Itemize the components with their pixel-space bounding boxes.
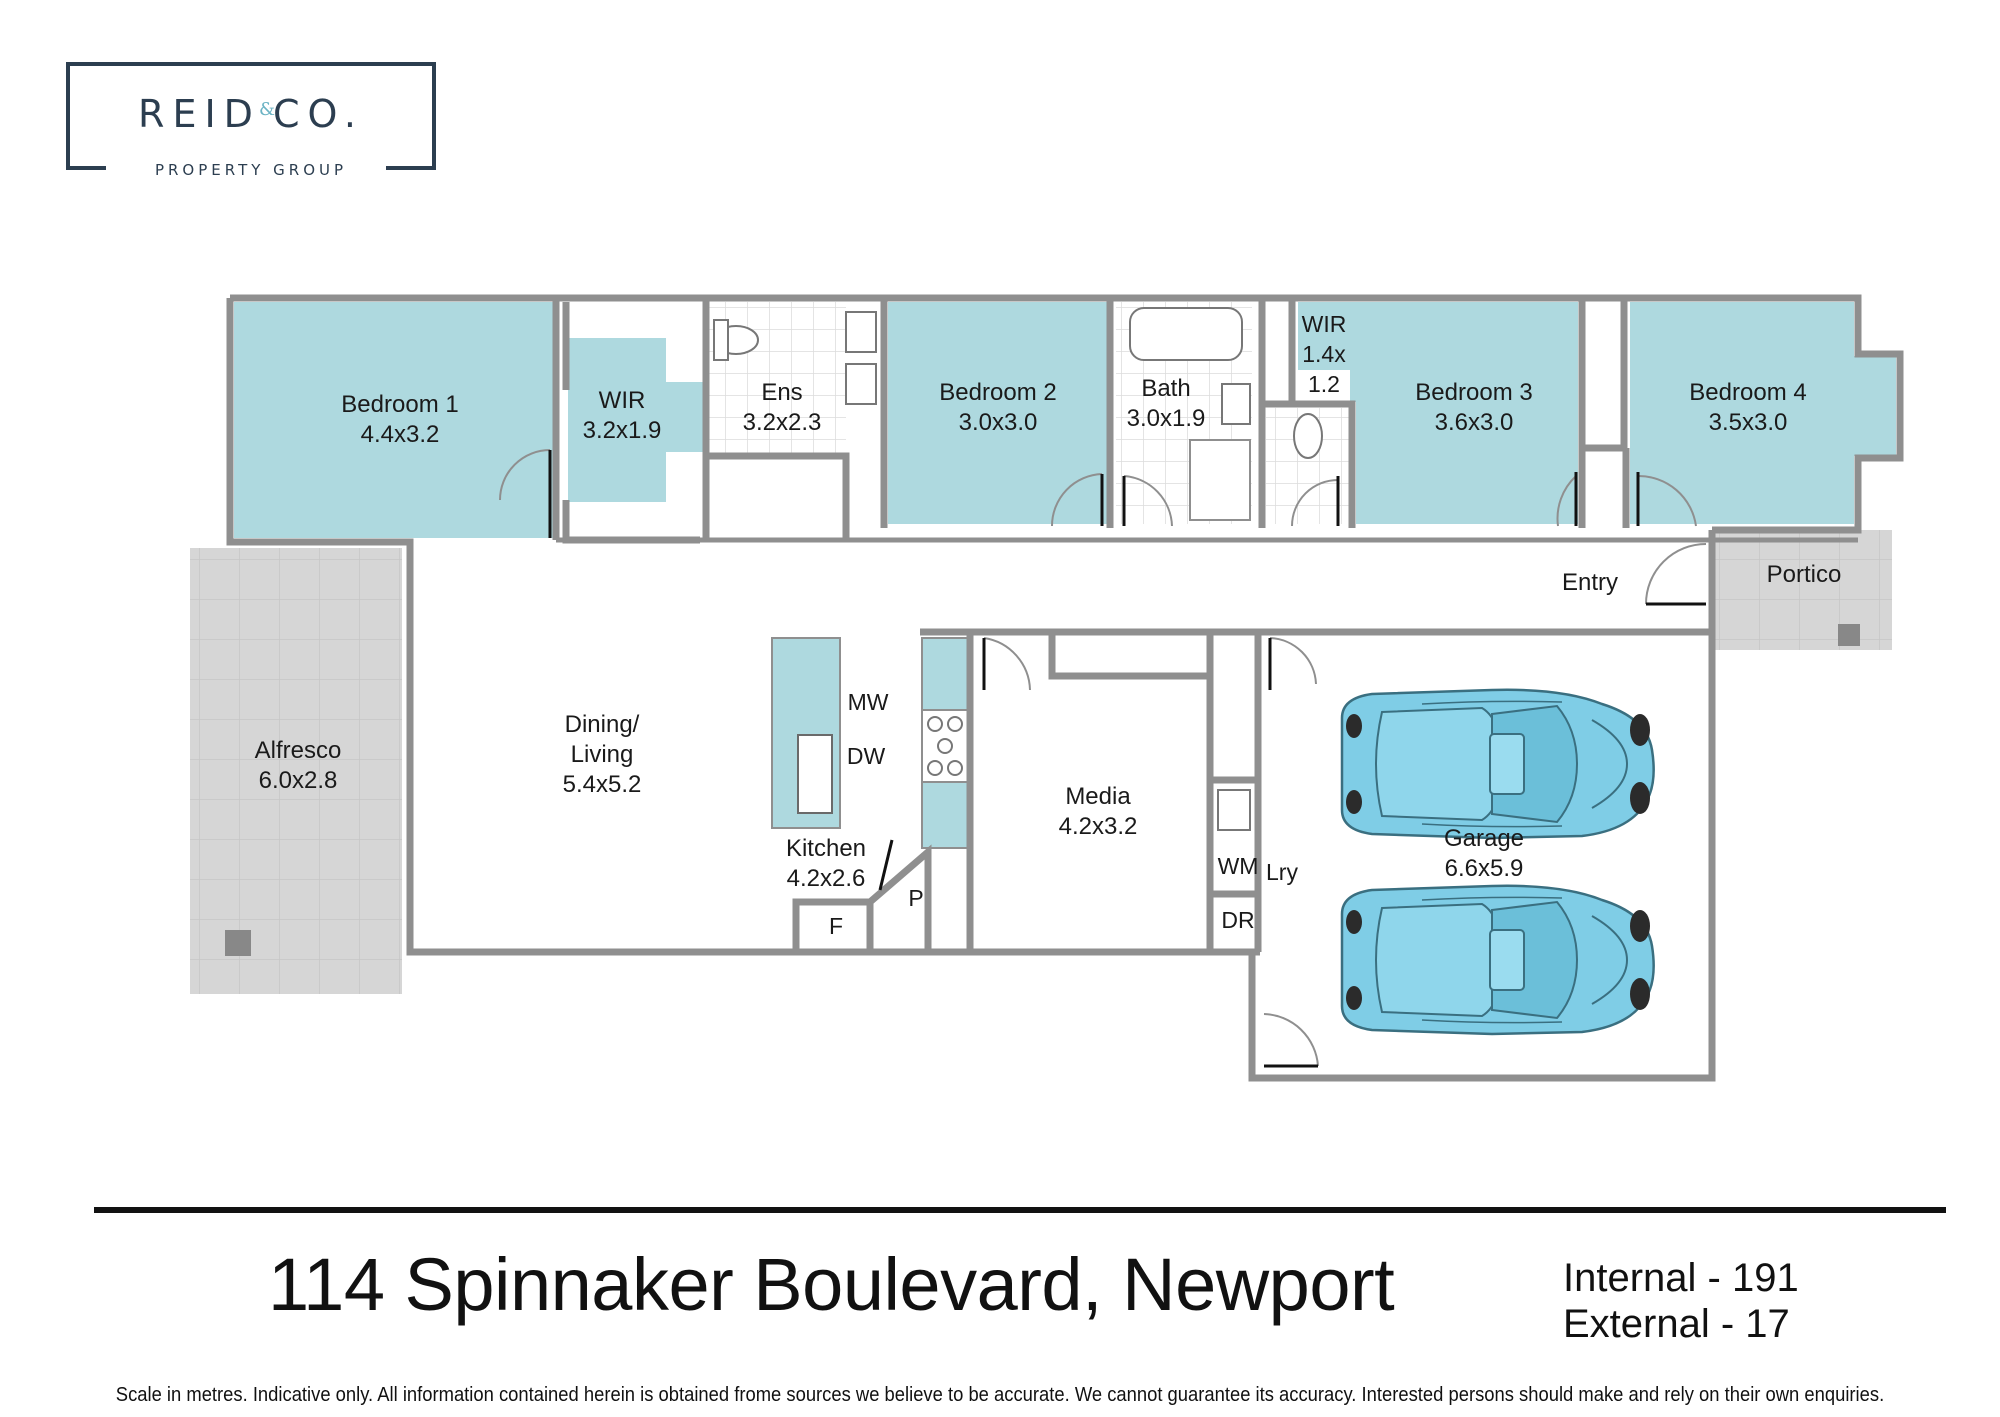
laundry-tub	[1217, 789, 1251, 831]
microwave-label: MW	[848, 689, 889, 715]
bedroom-4-floor	[1630, 302, 1854, 524]
company-logo: REID&CO. PROPERTY GROUP	[66, 62, 436, 179]
area-summary: Internal - 191 External - 17	[1563, 1255, 1799, 1347]
alfresco-name: Alfresco	[255, 737, 342, 764]
logo-frame-bottom-right	[386, 166, 436, 170]
bedroom-2-name: Bedroom 2	[939, 379, 1056, 406]
media-size: 4.2x3.2	[1059, 813, 1138, 840]
wir-1-size: 3.2x1.9	[583, 417, 662, 444]
wir-2-floor	[1298, 302, 1350, 370]
bath-basin	[1221, 383, 1251, 425]
floor-plan: Bedroom 1 4.4x3.2 WIR 3.2x1.9 Ens 3.2x2.…	[190, 294, 1904, 1082]
wir-2-name: WIR	[1302, 311, 1347, 337]
bedroom-3-name: Bedroom 3	[1415, 379, 1532, 406]
disclaimer: Scale in metres. Indicative only. All in…	[115, 1384, 1885, 1406]
garage-size: 6.6x5.9	[1445, 855, 1524, 882]
bedroom-1-size: 4.4x3.2	[361, 421, 440, 448]
alfresco-paving	[190, 548, 402, 994]
logo-frame-bottom-left	[66, 166, 106, 170]
bedroom-4-bay	[1854, 356, 1896, 456]
bedroom-3-floor	[1350, 302, 1578, 524]
wc-toilet	[1293, 413, 1323, 459]
entry-name: Entry	[1562, 569, 1618, 596]
kitchen-size: 4.2x2.6	[787, 865, 866, 892]
bedroom-4-size: 3.5x3.0	[1709, 409, 1788, 436]
washing-machine-label: WM	[1218, 853, 1259, 879]
walls	[226, 294, 1904, 1082]
kitchen-name: Kitchen	[786, 835, 866, 862]
fridge-label: F	[829, 913, 843, 939]
pantry-door	[878, 839, 894, 891]
wir-2-size-b: 1.2	[1308, 371, 1340, 397]
portico-paving	[1712, 530, 1892, 650]
alfresco-size: 6.0x2.8	[259, 767, 338, 794]
cooktop-burner	[927, 716, 943, 732]
laundry-name: Lry	[1266, 859, 1298, 885]
ensuite-name: Ens	[761, 379, 802, 406]
wir-1-floor	[568, 338, 708, 502]
dining-name-line-1: Dining/	[565, 711, 640, 738]
bedroom-3-size: 3.6x3.0	[1435, 409, 1514, 436]
pantry-label: P	[908, 885, 923, 911]
property-address: 114 Spinnaker Boulevard, Newport	[268, 1243, 1395, 1326]
dishwasher-label: DW	[847, 743, 886, 769]
dining-name-line-2: Living	[571, 741, 634, 768]
wir-1-name: WIR	[599, 387, 646, 414]
bath-shower	[1189, 439, 1251, 521]
cooktop	[921, 709, 969, 783]
wir-2-size-a: 1.4x	[1302, 341, 1346, 367]
portico-name: Portico	[1767, 561, 1842, 588]
internal-area: Internal - 191	[1563, 1256, 1799, 1300]
ensuite-cistern	[713, 319, 729, 361]
cooktop-burner	[937, 738, 953, 754]
cooktop-burner	[947, 760, 963, 776]
kitchen-sink	[797, 734, 833, 814]
door-swings	[499, 449, 1707, 1068]
logo-wordmark: REID&CO.	[138, 92, 364, 136]
car-icon	[1340, 884, 1655, 1036]
alfresco-post	[225, 930, 251, 956]
ensuite-basin	[845, 311, 877, 353]
bedroom-1-name: Bedroom 1	[341, 391, 458, 418]
logo-subtitle: PROPERTY GROUP	[70, 161, 432, 179]
garage-name: Garage	[1444, 825, 1524, 852]
bedroom-2-floor	[888, 302, 1108, 524]
bath-name: Bath	[1141, 375, 1190, 402]
car-icon	[1340, 688, 1655, 840]
bedroom-1-floor	[234, 302, 556, 538]
cooktop-burner	[947, 716, 963, 732]
divider-rule	[94, 1207, 1946, 1213]
ensuite-basin	[845, 363, 877, 405]
bathtub	[1129, 307, 1243, 361]
portico-post	[1838, 624, 1860, 646]
dryer-label: DR	[1221, 907, 1254, 933]
ensuite-size: 3.2x2.3	[743, 409, 822, 436]
cooktop-burner	[927, 760, 943, 776]
bedroom-4-name: Bedroom 4	[1689, 379, 1806, 406]
external-area: External - 17	[1563, 1302, 1790, 1346]
media-name: Media	[1065, 783, 1131, 810]
bedroom-2-size: 3.0x3.0	[959, 409, 1038, 436]
bath-size: 3.0x1.9	[1127, 405, 1206, 432]
dining-size: 5.4x5.2	[563, 771, 642, 798]
